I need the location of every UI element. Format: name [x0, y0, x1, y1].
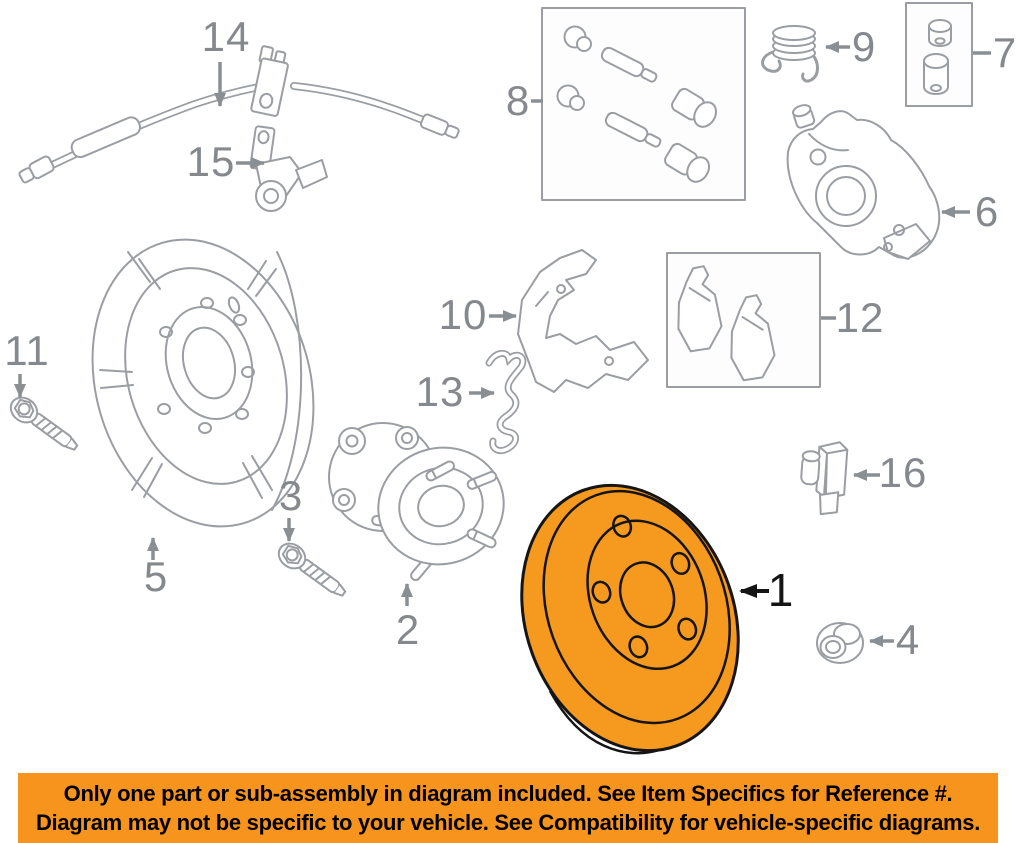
part-label-2: 2	[395, 606, 421, 653]
leader-arrows	[14, 41, 991, 647]
part-label-1: 1	[767, 564, 795, 616]
part-label-14: 14	[201, 13, 251, 60]
part-label-3: 3	[278, 472, 304, 519]
lug-nut	[816, 622, 864, 664]
part-label-11: 11	[4, 327, 50, 374]
hub-and-bearing-assembly	[328, 422, 505, 583]
part-label-6: 6	[974, 188, 1000, 235]
retaining-spring	[761, 25, 819, 83]
disclaimer-banner: Only one part or sub-assembly in diagram…	[18, 773, 998, 843]
part-label-13: 13	[415, 368, 465, 415]
part-label-15: 15	[186, 138, 236, 185]
diagram-artwork	[4, 2, 991, 755]
brake-rotor	[520, 483, 740, 755]
disclaimer-line-2: Diagram may not be specific to your vehi…	[35, 810, 981, 835]
part-label-9: 9	[851, 23, 877, 70]
hub-mounting-bolt	[272, 537, 352, 604]
part-label-8: 8	[505, 77, 531, 124]
pad-wear-spring-clip	[485, 349, 527, 455]
part-label-16: 16	[878, 449, 928, 496]
caliper-hardware-kit	[541, 7, 746, 201]
brake-dust-shield	[91, 238, 315, 528]
brake-hose	[18, 45, 460, 184]
disclaimer-line-1: Only one part or sub-assembly in diagram…	[63, 781, 953, 806]
caliper-bushing-kit	[905, 2, 973, 107]
part-label-4: 4	[895, 616, 921, 663]
shield-mounting-bolt	[4, 391, 84, 458]
part-label-12: 12	[835, 294, 885, 341]
hose-bracket	[249, 125, 328, 212]
part-label-5: 5	[143, 553, 169, 600]
brake-caliper	[786, 104, 941, 260]
brake-pad-set	[666, 252, 821, 388]
part-label-10: 10	[438, 291, 488, 338]
caliper-mounting-bracket	[517, 249, 649, 393]
part-label-7: 7	[992, 29, 1018, 76]
abs-speed-sensor	[800, 441, 849, 516]
